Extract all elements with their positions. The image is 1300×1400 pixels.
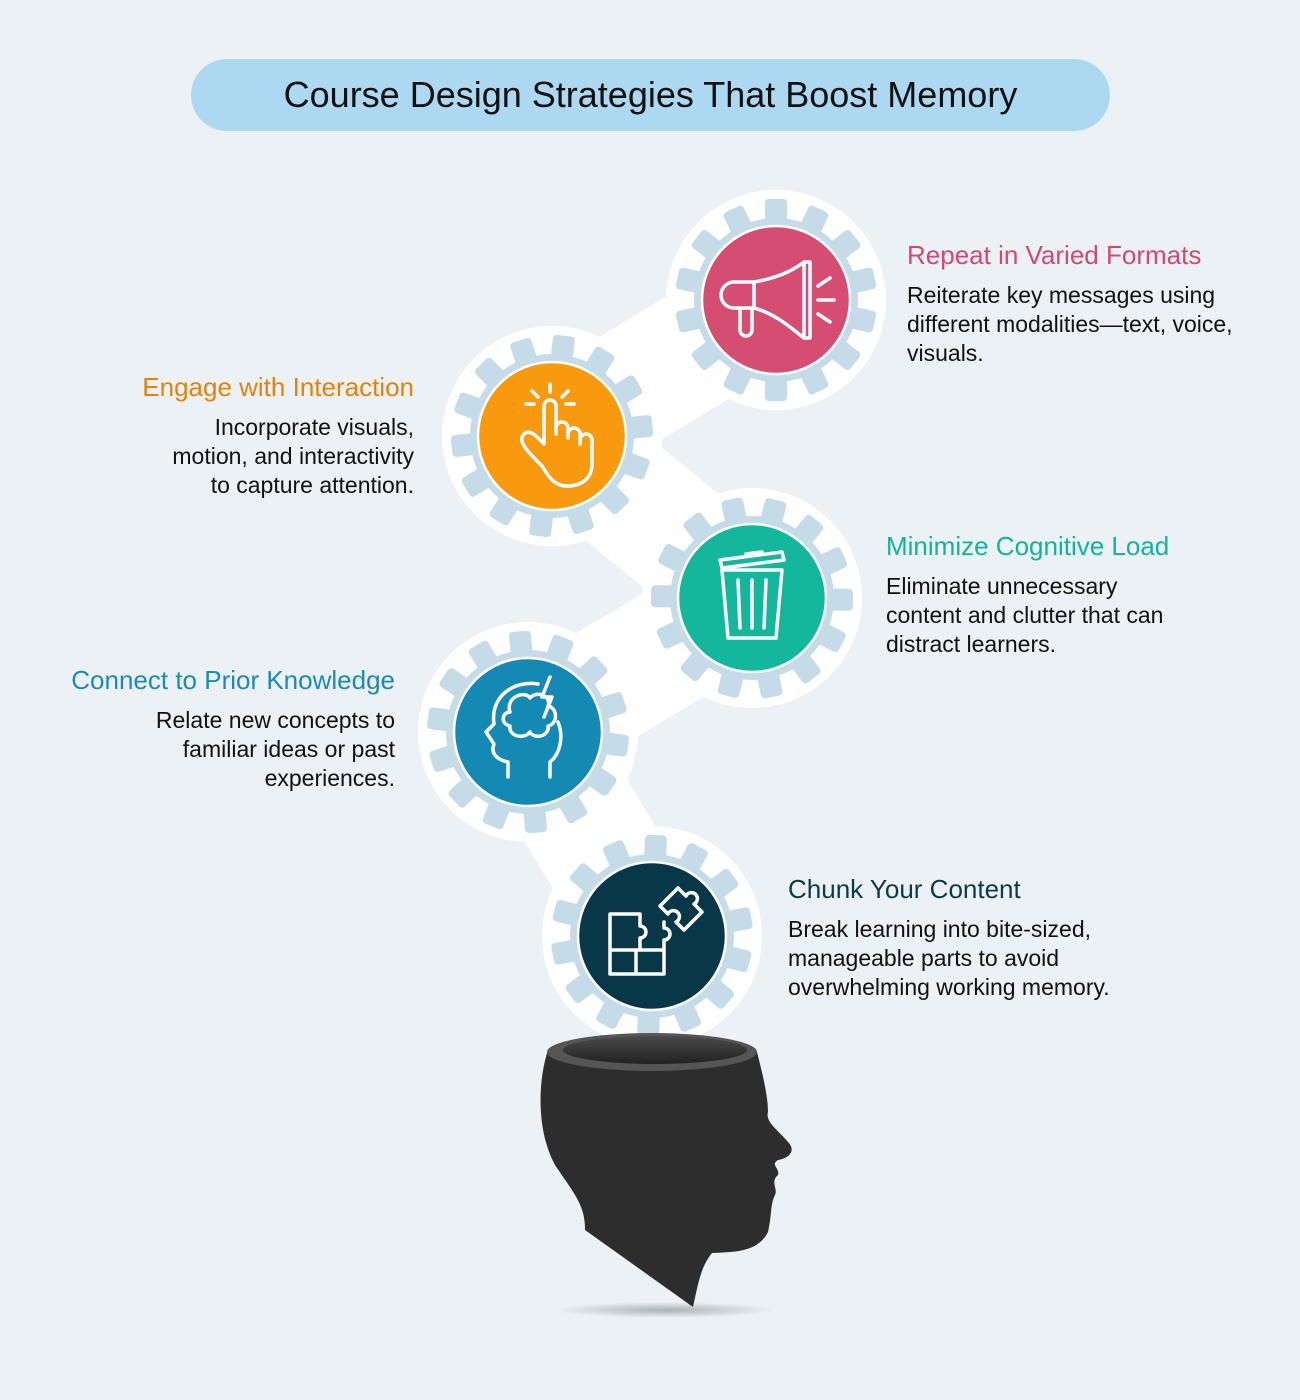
gear-center xyxy=(700,224,852,376)
strategy-body: Relate new concepts to familiar ideas or… xyxy=(155,707,395,791)
page-title: Course Design Strategies That Boost Memo… xyxy=(191,59,1110,131)
gear-2 xyxy=(442,326,662,546)
strategy-connect: Connect to Prior Knowledge Relate new co… xyxy=(20,665,395,793)
strategy-heading: Engage with Interaction xyxy=(142,372,414,402)
gear-center xyxy=(476,360,628,512)
head-silhouette xyxy=(540,1033,792,1318)
puzzle-icon xyxy=(608,886,704,976)
strategy-body: Reiterate key messages using different m… xyxy=(907,282,1233,366)
megaphone-icon xyxy=(719,260,836,340)
brain-head-icon xyxy=(484,675,563,779)
tap-hand-icon xyxy=(520,382,594,488)
gear-4 xyxy=(418,622,638,842)
gear-center xyxy=(576,860,728,1012)
strategy-engage: Engage with Interaction Incorporate visu… xyxy=(60,372,414,500)
strategy-minimize: Minimize Cognitive Load Eliminate unnece… xyxy=(886,531,1216,659)
strategy-heading: Connect to Prior Knowledge xyxy=(71,665,395,695)
strategy-body: Incorporate visuals, motion, and interac… xyxy=(172,414,414,498)
strategy-heading: Chunk Your Content xyxy=(788,874,1021,904)
gear-1 xyxy=(666,190,886,410)
strategy-body: Break learning into bite-sized, manageab… xyxy=(788,916,1110,1000)
gear-3 xyxy=(642,488,862,708)
strategy-repeat: Repeat in Varied Formats Reiterate key m… xyxy=(907,240,1287,368)
strategy-body: Eliminate unnecessary content and clutte… xyxy=(886,573,1164,657)
gear-5 xyxy=(542,826,762,1046)
strategy-heading: Repeat in Varied Formats xyxy=(907,240,1202,270)
strategy-heading: Minimize Cognitive Load xyxy=(886,531,1170,561)
trash-icon xyxy=(718,550,786,640)
strategy-chunk: Chunk Your Content Break learning into b… xyxy=(788,874,1208,1002)
